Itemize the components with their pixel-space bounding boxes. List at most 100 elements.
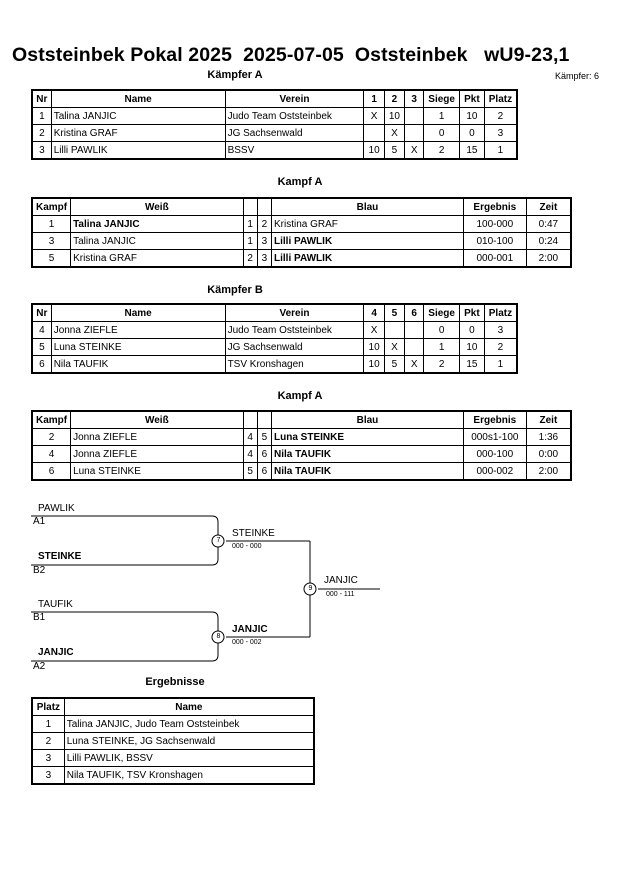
- name: Nila TAUFIK, TSV Kronshagen: [63, 766, 315, 785]
- white-fighter: Luna STEINKE: [70, 462, 244, 481]
- table-cell: 1: [423, 338, 461, 356]
- top-white-name: PAWLIK: [38, 503, 75, 514]
- final-score: 000 - 111: [326, 591, 355, 598]
- top-blue-name: STEINKE: [38, 551, 82, 562]
- table-cell: JG Sachsenwald: [224, 124, 365, 142]
- name: Lilli PAWLIK, BSSV: [63, 749, 315, 767]
- table-cell: X: [383, 338, 406, 356]
- table-cell: 1: [483, 355, 518, 374]
- white-fighter: Kristina GRAF: [70, 249, 244, 268]
- semi1-winner: STEINKE: [232, 528, 275, 539]
- fighter-count: Kämpfer: 6: [554, 71, 599, 81]
- bot-white-name: TAUFIK: [38, 599, 73, 610]
- bot-blue-seed: A2: [33, 661, 46, 672]
- place: 1: [31, 715, 65, 733]
- top-white-seed: A1: [33, 516, 46, 527]
- table-cell: Luna STEINKE: [50, 338, 226, 356]
- fights-a-heading: Kampf A: [277, 176, 323, 188]
- page-title: Oststeinbek Pokal 2025 2025-07-05 Ostste…: [12, 44, 570, 66]
- table-cell: Kristina GRAF: [50, 124, 226, 142]
- time: 2:00: [525, 462, 572, 481]
- semi2-number: 8: [216, 633, 221, 640]
- blue-number: 3: [256, 232, 273, 250]
- table-cell: X: [383, 124, 406, 142]
- table-cell: 3: [31, 141, 52, 160]
- table-cell: [404, 124, 425, 142]
- result: 010-100: [462, 232, 527, 250]
- time: 2:00: [525, 249, 572, 268]
- final-winner: JANJIC: [324, 575, 358, 586]
- place: 3: [31, 749, 65, 767]
- semi1-score: 000 - 000: [232, 543, 262, 550]
- table-cell: Nila TAUFIK: [50, 355, 226, 374]
- table-cell: Lilli PAWLIK: [50, 141, 226, 160]
- table-cell: [404, 338, 425, 356]
- column-header: Zeit: [525, 197, 572, 216]
- table-cell: X: [404, 141, 425, 160]
- column-header: Platz: [483, 303, 518, 322]
- column-header: Nr: [31, 89, 52, 108]
- blue-number: 3: [256, 249, 273, 268]
- table-cell: 15: [459, 355, 485, 374]
- table-cell: 5: [383, 141, 406, 160]
- result: 000-001: [462, 249, 527, 268]
- table-cell: 1: [31, 107, 52, 125]
- table-cell: 15: [459, 141, 485, 160]
- blue-number: 6: [256, 462, 273, 481]
- result: 000-002: [462, 462, 527, 481]
- table-cell: 0: [459, 124, 485, 142]
- fights-b-heading: Kampf A: [277, 390, 323, 402]
- place: 2: [31, 732, 65, 750]
- name: Talina JANJIC, Judo Team Oststeinbek: [63, 715, 315, 733]
- time: 0:24: [525, 232, 572, 250]
- fight-number: 4: [31, 445, 72, 463]
- table-cell: 5: [383, 355, 406, 374]
- blue-fighter: Lilli PAWLIK: [271, 232, 464, 250]
- table-cell: 2: [423, 355, 461, 374]
- semi1-number: 7: [216, 537, 221, 544]
- column-header: Platz: [31, 697, 65, 716]
- blue-number: 5: [256, 428, 273, 446]
- table-cell: X: [404, 355, 425, 374]
- bot-white-seed: B1: [33, 612, 46, 623]
- blue-number: 2: [256, 215, 273, 233]
- table-cell: 0: [423, 321, 461, 339]
- results-heading: Ergebnisse: [145, 676, 205, 688]
- result: 000-100: [462, 445, 527, 463]
- time: 0:00: [525, 445, 572, 463]
- final-circle: [303, 582, 317, 596]
- table-cell: 6: [31, 355, 52, 374]
- final-number: 9: [308, 585, 313, 592]
- place: 3: [31, 766, 65, 785]
- semi1-circle: [211, 534, 225, 548]
- table-cell: 2: [483, 338, 518, 356]
- table-cell: 2: [31, 124, 52, 142]
- column-header: Siege: [423, 89, 461, 108]
- semi2-winner: JANJIC: [232, 624, 268, 635]
- table-cell: 2: [423, 141, 461, 160]
- semi2-circle: [211, 630, 225, 644]
- blue-fighter: Lilli PAWLIK: [271, 249, 464, 268]
- table-cell: 0: [423, 124, 461, 142]
- pool-a-heading: Kämpfer A: [207, 69, 263, 81]
- bot-blue-name: JANJIC: [38, 647, 74, 658]
- table-cell: 10: [459, 338, 485, 356]
- table-cell: 1: [483, 141, 518, 160]
- pool-b-heading: Kämpfer B: [207, 284, 263, 296]
- semi2-score: 000 - 002: [232, 639, 262, 646]
